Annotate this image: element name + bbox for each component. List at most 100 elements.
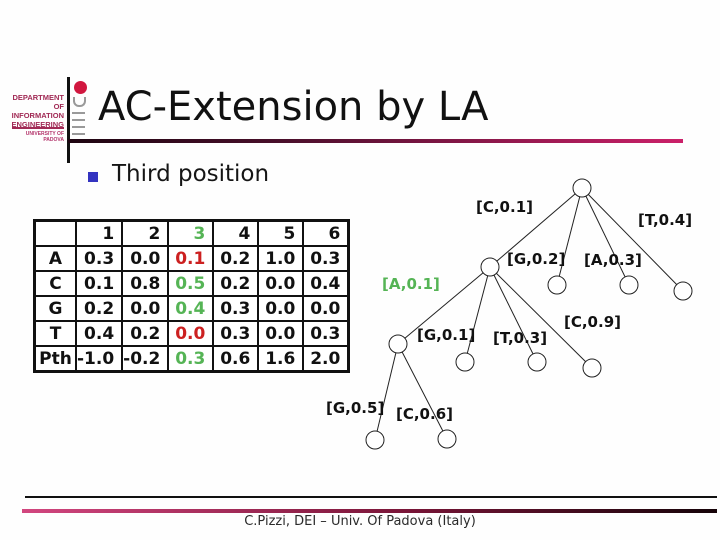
edge-label-a03: [A,0.3]: [584, 251, 642, 269]
cell: 0.0: [257, 295, 305, 322]
footer-credit: C.Pizzi, DEI – Univ. Of Padova (Italy): [244, 514, 476, 529]
edge-label-g01: [G,0.1]: [417, 326, 476, 344]
node-a: [619, 275, 639, 295]
node-c: [480, 257, 500, 277]
logo-vertical-line: [67, 77, 70, 163]
footer-top-line: [25, 496, 717, 498]
node-cag: [365, 430, 385, 450]
cell: 0.8: [121, 270, 170, 297]
slide-title: AC-Extension by LA: [98, 84, 489, 130]
cell: 0.2: [74, 295, 124, 322]
footer-gradient-line: [22, 509, 717, 513]
edge-ca-c: [397, 343, 448, 440]
header-cell-blank: [33, 219, 77, 247]
edge-c-t: [489, 266, 538, 363]
edge-root-t: [581, 187, 684, 292]
edge-c-c: [489, 266, 593, 369]
cell: 1.0: [257, 245, 305, 272]
logo-dash-icon: [72, 126, 85, 128]
logo-line-3: ENGINEERING: [11, 120, 64, 129]
cell: 0.6: [212, 345, 260, 373]
lookahead-tree-diagram: [C,0.1] [G,0.2] [A,0.3] [T,0.4] [A,0.1] …: [320, 165, 720, 475]
cell: 0.2: [121, 320, 170, 347]
node-t: [673, 281, 693, 301]
table-row: T 0.4 0.2 0.0 0.3 0.0 0.3: [33, 320, 350, 347]
table-header-row: 1 2 3 4 5 6: [33, 219, 350, 247]
table-row: Pth -1.0 -0.2 0.3 0.6 1.6 2.0: [33, 345, 350, 373]
edge-root-g: [556, 187, 583, 286]
node-ct: [527, 352, 547, 372]
tree-edges: [374, 187, 684, 441]
score-table: 1 2 3 4 5 6 A 0.3 0.0 0.1 0.2 1.0 0.3 C …: [33, 219, 351, 373]
cell: 0.0: [121, 295, 170, 322]
cell: -0.2: [121, 345, 170, 373]
cell: 0.0: [257, 320, 305, 347]
row-label-C: C: [33, 270, 77, 297]
table-row: A 0.3 0.0 0.1 0.2 1.0 0.3: [33, 245, 350, 272]
header-cell-4: 4: [212, 219, 260, 247]
table-row: C 0.1 0.8 0.5 0.2 0.0 0.4: [33, 270, 350, 297]
logo-divider: [12, 127, 64, 129]
row-label-T: T: [33, 320, 77, 347]
edge-label-a01-highlighted: [A,0.1]: [382, 275, 440, 293]
logo-university-text: UNIVERSITY OF PADOVA: [25, 131, 64, 143]
cell: 0.0: [257, 270, 305, 297]
cell: 0.0: [121, 245, 170, 272]
logo-dash-icon: [72, 119, 85, 121]
node-root: [572, 178, 592, 198]
node-cc: [582, 358, 602, 378]
edge-root-c: [489, 187, 583, 268]
bullet-text: Third position: [112, 161, 270, 187]
header-cell-3: 3: [167, 219, 215, 247]
node-cac: [437, 429, 457, 449]
cell: 0.3: [302, 245, 350, 272]
edge-label-c06: [C,0.6]: [396, 405, 453, 423]
logo-dei-mark-icon: [73, 97, 86, 107]
cell-highlight: 0.4: [167, 295, 215, 322]
node-ca: [388, 334, 408, 354]
logo-dash-icon: [72, 112, 85, 114]
logo-line-1: DEPARTMENT OF: [12, 93, 64, 111]
edge-label-t03: [T,0.3]: [493, 329, 548, 347]
cell: 2.0: [302, 345, 350, 373]
cell: 0.2: [212, 270, 260, 297]
tree-graphic: [365, 178, 693, 450]
logo-department-text: DEPARTMENT OF INFORMATION ENGINEERING: [8, 93, 64, 129]
logo-dash-icon: [72, 133, 85, 135]
cell: 1.6: [257, 345, 305, 373]
title-underline: [68, 139, 683, 143]
node-g: [547, 275, 567, 295]
cell-highlight: 0.0: [167, 320, 215, 347]
header-cell-2: 2: [121, 219, 170, 247]
header-cell-5: 5: [257, 219, 305, 247]
edge-label-c09: [C,0.9]: [564, 313, 621, 331]
edge-label-c01: [C,0.1]: [476, 198, 533, 216]
row-label-Pth: Pth: [33, 345, 77, 373]
row-label-G: G: [33, 295, 77, 322]
cell: 0.3: [74, 245, 124, 272]
logo-line-2: INFORMATION: [11, 111, 64, 120]
edge-c-a: [397, 266, 491, 345]
cell: 0.2: [212, 245, 260, 272]
edge-label-g02: [G,0.2]: [507, 250, 566, 268]
node-cg: [455, 352, 475, 372]
tree-nodes: [365, 178, 693, 450]
cell: 0.3: [302, 320, 350, 347]
edge-c-g: [464, 266, 491, 363]
edge-label-g05: [G,0.5]: [326, 399, 385, 417]
cell-highlight: 0.1: [167, 245, 215, 272]
table-row: G 0.2 0.0 0.4 0.3 0.0 0.0: [33, 295, 350, 322]
edge-label-t04: [T,0.4]: [638, 211, 693, 229]
cell-highlight: 0.5: [167, 270, 215, 297]
cell: 0.4: [302, 270, 350, 297]
cell: 0.1: [74, 270, 124, 297]
cell-highlight: 0.3: [167, 345, 215, 373]
header-cell-1: 1: [74, 219, 124, 247]
cell: -1.0: [74, 345, 124, 373]
edge-root-a: [581, 187, 630, 286]
cell: 0.3: [212, 295, 260, 322]
cell: 0.0: [302, 295, 350, 322]
bullet-marker-icon: [88, 172, 98, 182]
edge-ca-g: [374, 343, 399, 441]
